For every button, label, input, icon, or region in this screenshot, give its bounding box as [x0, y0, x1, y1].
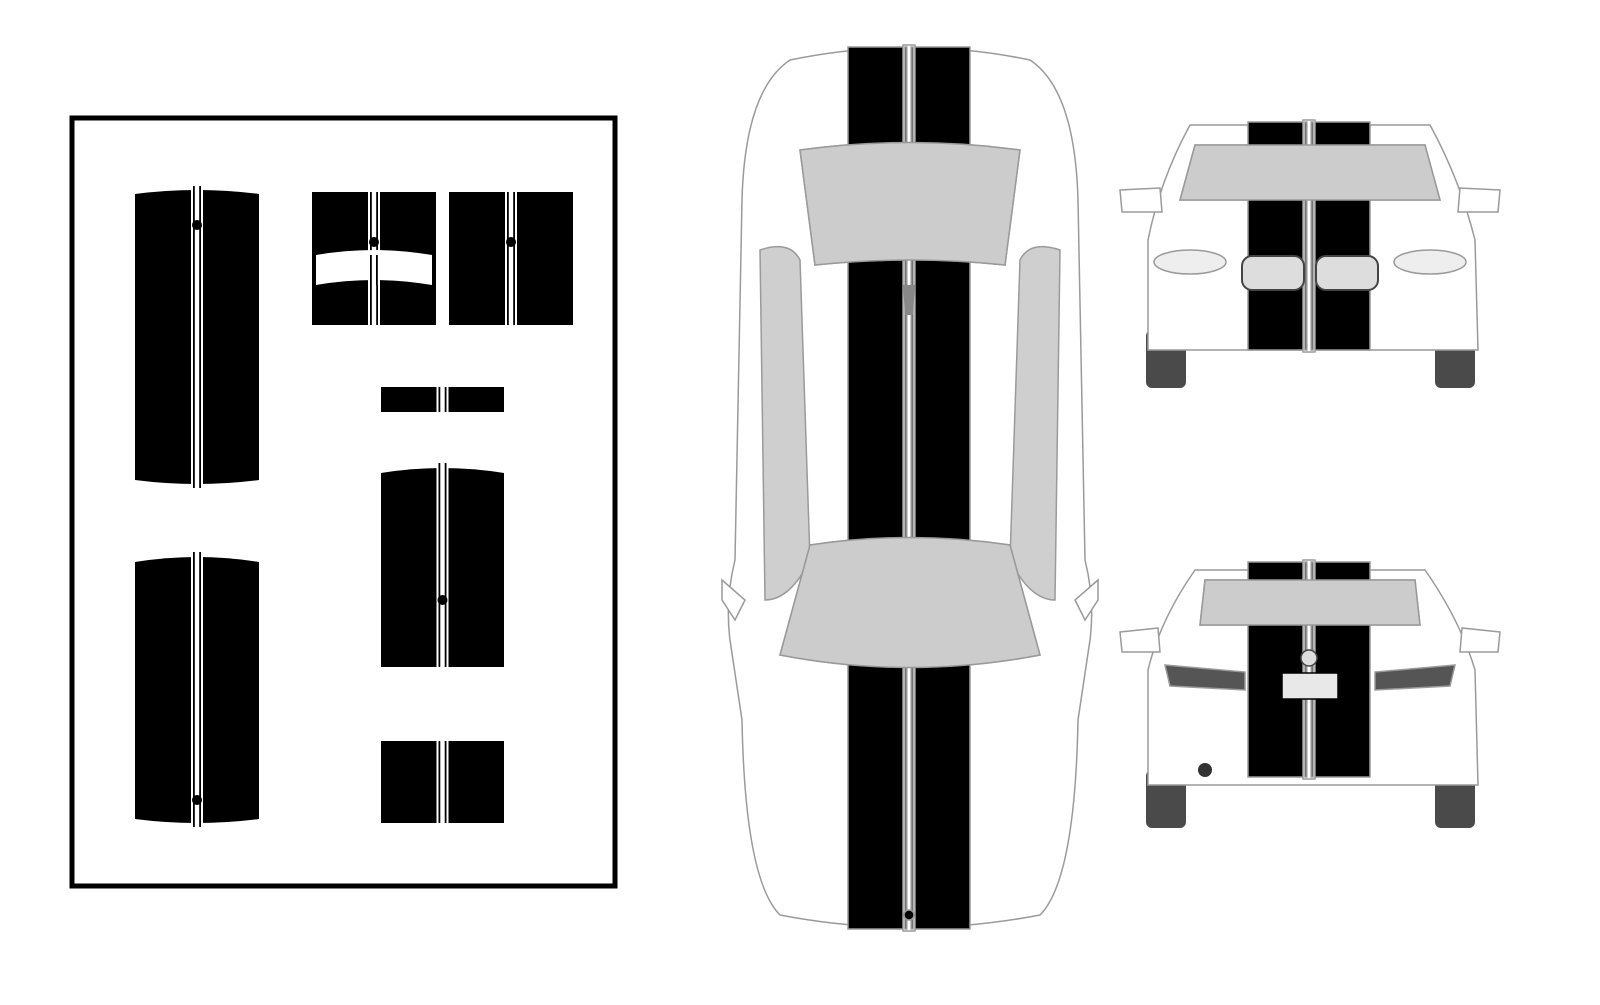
pinstripe [904, 46, 908, 930]
stripe-piece [381, 385, 504, 414]
pinstripe [376, 255, 378, 285]
pinstripe [507, 192, 509, 325]
pinstripe [910, 46, 914, 930]
car-rear-view [1119, 559, 1501, 828]
stripe-gap [368, 255, 380, 285]
antenna-cutout [192, 795, 202, 805]
kidney-grille [1241, 255, 1305, 291]
antenna-cutout [192, 220, 202, 230]
pinstripe [193, 552, 195, 827]
windshield [779, 536, 1041, 669]
stripe-piece [847, 44, 971, 932]
rear-window [1199, 579, 1421, 626]
pinstripe [193, 186, 195, 488]
pinstripe [370, 255, 372, 285]
pinstripe [438, 741, 441, 823]
pinstripe [199, 186, 201, 488]
car-top-view [721, 44, 1099, 932]
rear-window [799, 141, 1021, 266]
badge [1300, 649, 1318, 667]
car-front-view [1119, 119, 1501, 388]
pinstripe [444, 741, 447, 823]
pinstripe [438, 387, 441, 412]
stripe-piece [135, 550, 259, 829]
pinstripe [199, 552, 201, 827]
pinstripe [513, 192, 515, 325]
pinstripe [1310, 121, 1314, 351]
kit-border [69, 115, 618, 889]
kidney-grille [1315, 255, 1379, 291]
pinstripe [1310, 561, 1314, 778]
stripe-piece [449, 190, 573, 327]
antenna-cutout [506, 237, 516, 247]
shark-fin-antenna [903, 285, 915, 315]
stripe-gap [505, 190, 517, 327]
stripe-gap [436, 461, 449, 669]
pinstripe [438, 463, 441, 667]
pinstripe [1304, 121, 1308, 351]
stripe-gap [191, 550, 203, 829]
pinstripe [444, 463, 447, 667]
stripe-piece [381, 739, 504, 825]
stripe-gap [436, 385, 449, 414]
stripe-piece [381, 461, 504, 669]
antenna-cutout [903, 909, 915, 921]
stripe-gap [436, 739, 449, 825]
windshield [1179, 144, 1441, 201]
pinstripe [444, 387, 447, 412]
stripe-kit-layout [69, 115, 618, 889]
pinstripe [1304, 561, 1308, 778]
antenna-cutout [437, 595, 448, 605]
stripe-piece [135, 184, 259, 490]
license-plate [1281, 672, 1339, 700]
antenna-cutout [369, 237, 379, 247]
